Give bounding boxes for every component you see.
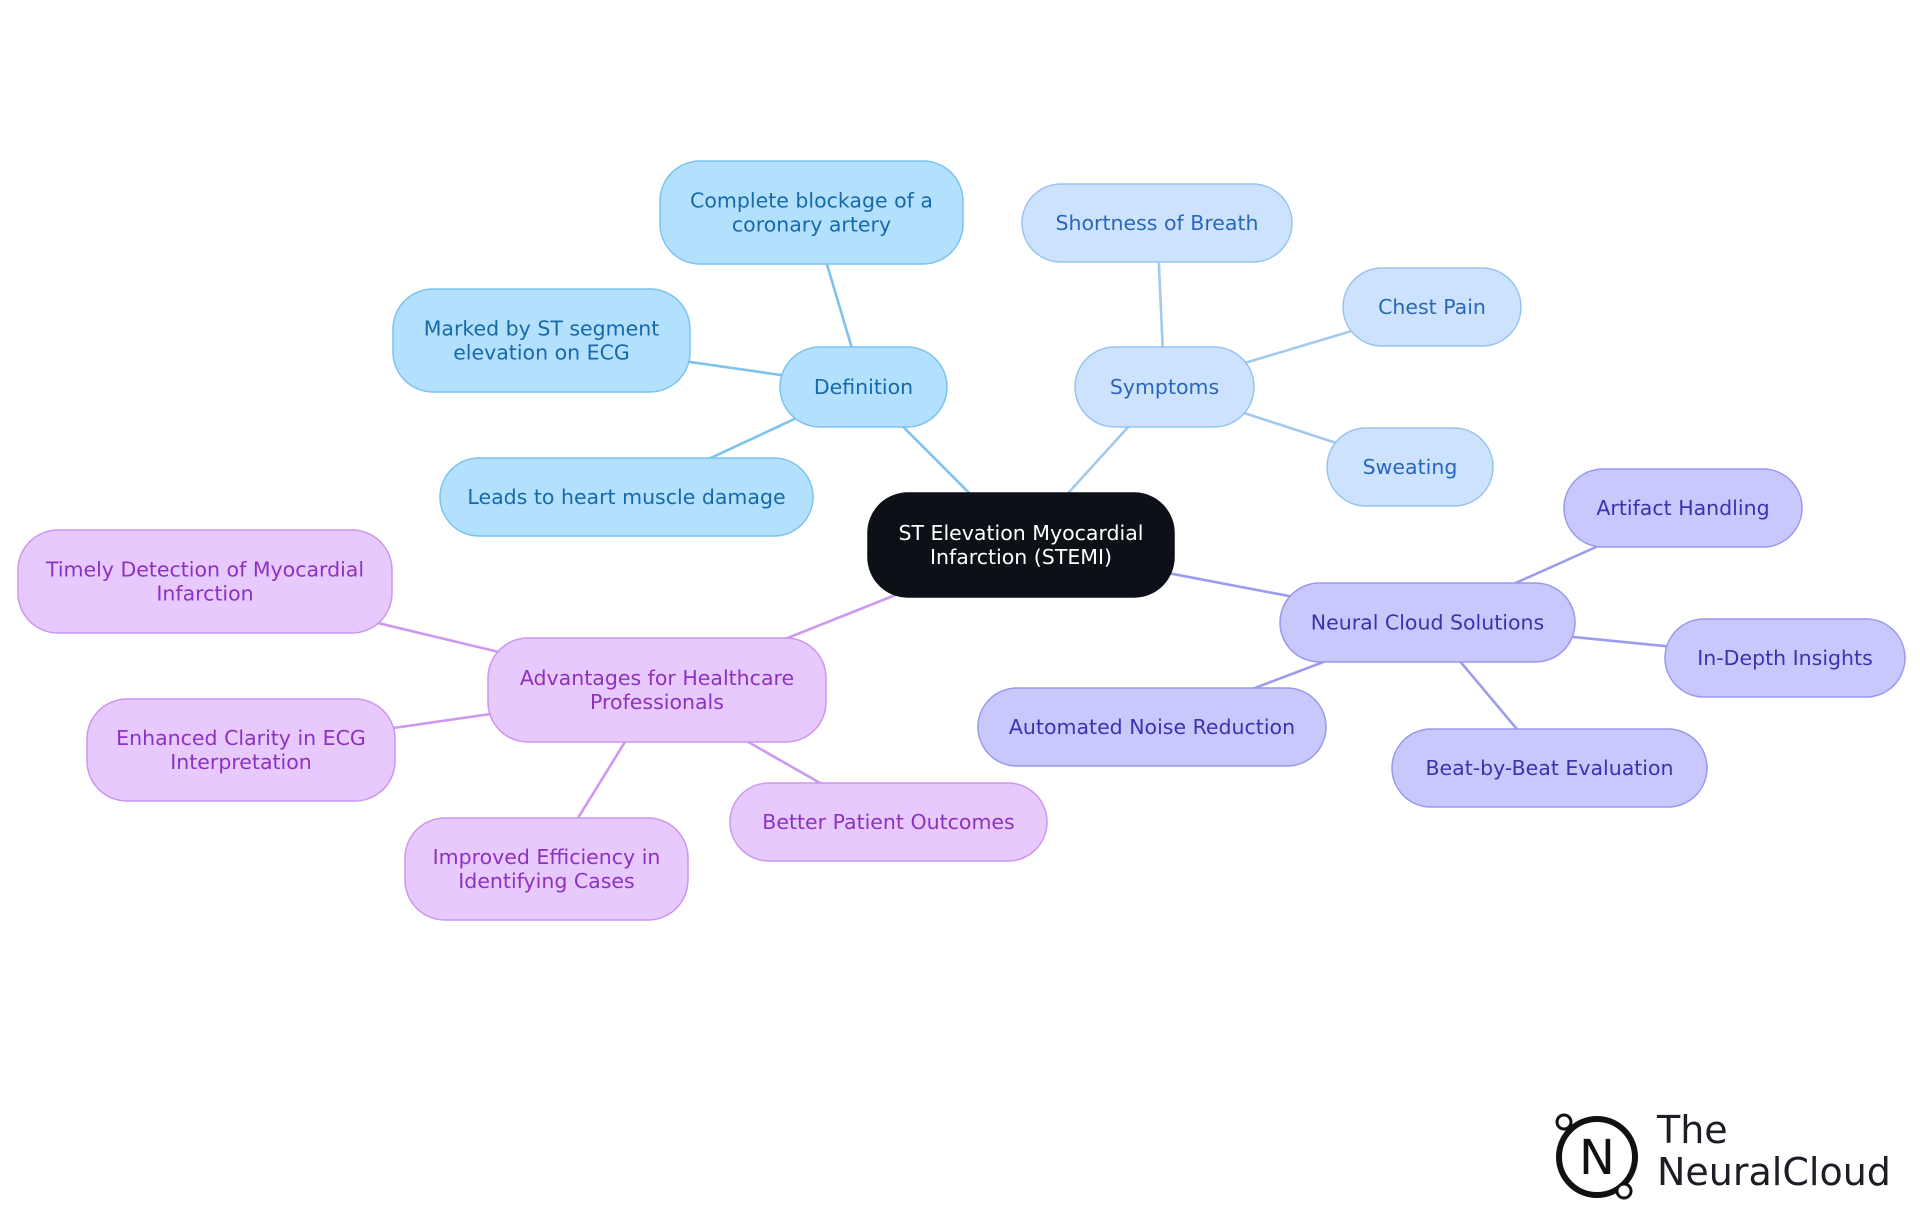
leaf-node-advantages-3: Better Patient Outcomes — [729, 782, 1048, 862]
branch-node-neural-cloud-shape — [1279, 582, 1576, 663]
branch-node-symptoms: Symptoms — [1074, 346, 1255, 428]
leaf-node-definition-2: Leads to heart muscle damage — [439, 457, 814, 537]
leaf-node-definition-1-label: elevation on ECG — [453, 341, 630, 365]
branch-node-neural-cloud-label: Neural Cloud Solutions — [1311, 611, 1544, 635]
branch-node-symptoms-shape — [1074, 346, 1255, 428]
leaf-node-neural-cloud-3-shape — [977, 687, 1327, 767]
leaf-node-symptoms-0: Shortness of Breath — [1021, 183, 1293, 263]
leaf-node-neural-cloud-2-shape — [1391, 728, 1708, 808]
leaf-node-definition-2-shape — [439, 457, 814, 537]
root-node-label: ST Elevation Myocardial — [898, 521, 1143, 545]
leaf-node-definition-0-label: Complete blockage of a — [690, 189, 933, 213]
root-node-label: Infarction (STEMI) — [930, 545, 1112, 569]
leaf-node-neural-cloud-3: Automated Noise Reduction — [977, 687, 1327, 767]
root-node-shape — [867, 492, 1175, 598]
leaf-node-advantages-2-shape — [404, 817, 689, 921]
leaf-node-neural-cloud-0: Artifact Handling — [1563, 468, 1803, 548]
branch-node-advantages-label: Professionals — [590, 690, 724, 714]
branch-node-advantages-label: Advantages for Healthcare — [520, 666, 794, 690]
logo-wordmark-line1: The — [1656, 1108, 1728, 1152]
leaf-node-neural-cloud-0-shape — [1563, 468, 1803, 548]
leaf-node-symptoms-0-label: Shortness of Breath — [1055, 211, 1258, 235]
leaf-node-advantages-0-shape — [17, 529, 393, 634]
leaf-node-advantages-0-label: Timely Detection of Myocardial — [45, 558, 364, 582]
leaf-node-definition-1-shape — [392, 288, 691, 393]
leaf-node-neural-cloud-1-label: In-Depth Insights — [1697, 646, 1873, 670]
leaf-node-symptoms-1-label: Chest Pain — [1378, 295, 1486, 319]
leaf-node-advantages-1-shape — [86, 698, 396, 802]
leaf-node-advantages-3-shape — [729, 782, 1048, 862]
leaf-node-definition-1-label: Marked by ST segment — [424, 317, 660, 341]
leaf-node-symptoms-0-shape — [1021, 183, 1293, 263]
leaf-node-advantages-1-label: Enhanced Clarity in ECG — [116, 726, 366, 750]
leaf-node-neural-cloud-2: Beat-by-Beat Evaluation — [1391, 728, 1708, 808]
leaf-node-neural-cloud-3-label: Automated Noise Reduction — [1009, 715, 1295, 739]
leaf-node-symptoms-2-label: Sweating — [1363, 455, 1458, 479]
mind-map-nodes: Definition Complete blockage of acoronary… — [17, 160, 1906, 921]
leaf-node-advantages-2-label: Improved Efficiency in — [433, 845, 661, 869]
leaf-node-advantages-3-label: Better Patient Outcomes — [762, 810, 1014, 834]
leaf-node-advantages-0-label: Infarction — [156, 582, 253, 606]
branch-node-definition: Definition — [779, 346, 948, 428]
branch-node-definition-label: Definition — [814, 375, 913, 399]
leaf-node-neural-cloud-0-label: Artifact Handling — [1596, 496, 1769, 520]
logo-node-dot — [1615, 1182, 1633, 1200]
logo-mark-letter: N — [1579, 1130, 1615, 1186]
leaf-node-symptoms-2: Sweating — [1326, 427, 1494, 507]
leaf-node-definition-0-label: coronary artery — [732, 213, 891, 237]
leaf-node-advantages-1-label: Interpretation — [170, 750, 312, 774]
leaf-node-symptoms-2-shape — [1326, 427, 1494, 507]
branch-node-symptoms-label: Symptoms — [1110, 375, 1219, 399]
logo-wordmark-line2: NeuralCloud — [1657, 1150, 1891, 1194]
leaf-node-symptoms-1: Chest Pain — [1342, 267, 1522, 347]
leaf-node-definition-2-label: Leads to heart muscle damage — [467, 485, 785, 509]
leaf-node-neural-cloud-1: In-Depth Insights — [1664, 618, 1906, 698]
branch-node-neural-cloud: Neural Cloud Solutions — [1279, 582, 1576, 663]
branch-node-definition-shape — [779, 346, 948, 428]
logo-node-dot — [1555, 1113, 1573, 1131]
branch-node-advantages-shape — [487, 637, 827, 743]
leaf-node-definition-0-shape — [659, 160, 964, 265]
logo-ring — [1556, 1116, 1638, 1198]
leaf-node-advantages-2-label: Identifying Cases — [458, 869, 634, 893]
leaf-node-neural-cloud-2-label: Beat-by-Beat Evaluation — [1425, 756, 1673, 780]
leaf-node-neural-cloud-1-shape — [1664, 618, 1906, 698]
leaf-node-symptoms-1-shape — [1342, 267, 1522, 347]
